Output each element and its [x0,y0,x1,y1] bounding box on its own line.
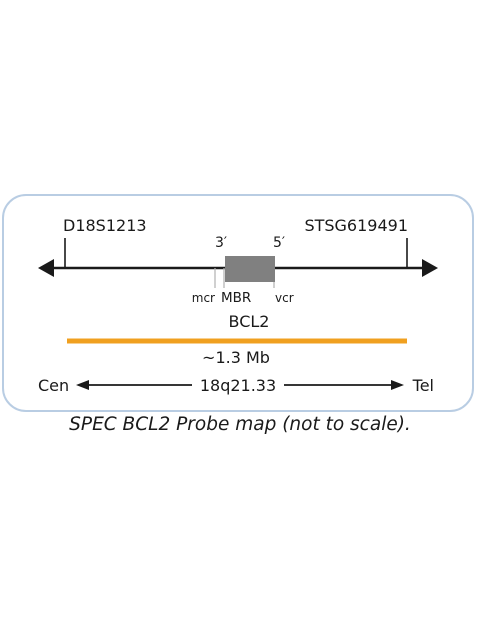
mcr-label: mcr [192,291,215,305]
left-arrowhead-icon [38,259,54,277]
diagram-frame [2,194,474,412]
figure-caption: SPEC BCL2 Probe map (not to scale). [69,414,411,435]
gene-5-prime-label: 5′ [273,235,285,251]
bcl2-gene-box [225,256,275,282]
right-arrowhead-icon [422,259,438,277]
probe-size-label: ~1.3 Mb [202,348,270,367]
mbr-label: MBR [221,290,251,306]
band-label: 18q21.33 [200,376,276,395]
cen-label: Cen [38,376,69,395]
tel-label: Tel [412,376,434,395]
marker-left-label: D18S1213 [63,216,147,235]
tel-arrowhead-icon [391,380,404,390]
cen-arrowhead-icon [76,380,89,390]
gene-3-prime-label: 3′ [215,235,227,251]
gene-name-label: BCL2 [229,312,270,331]
vcr-label: vcr [275,291,294,305]
marker-right-label: STSG619491 [304,216,408,235]
